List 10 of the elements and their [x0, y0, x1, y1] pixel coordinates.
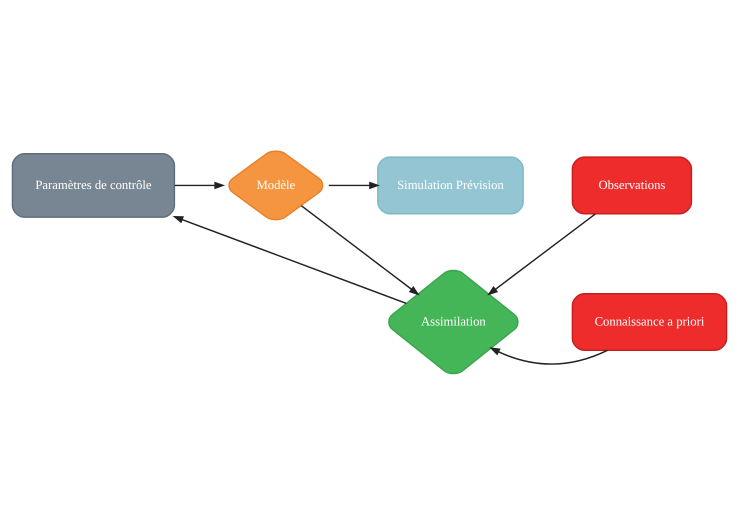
arrow: [328, 182, 380, 190]
node-box: Simulation Prévision: [377, 156, 524, 214]
arrow: [174, 182, 226, 190]
arrow: [489, 347, 608, 365]
node-box: Connaissance a priori: [572, 292, 728, 352]
node-box: Observations: [572, 156, 692, 214]
node-box: Paramètres de contrôle: [12, 153, 176, 218]
arrow: [487, 213, 596, 296]
arrow: [300, 205, 420, 296]
arrow: [172, 216, 407, 304]
